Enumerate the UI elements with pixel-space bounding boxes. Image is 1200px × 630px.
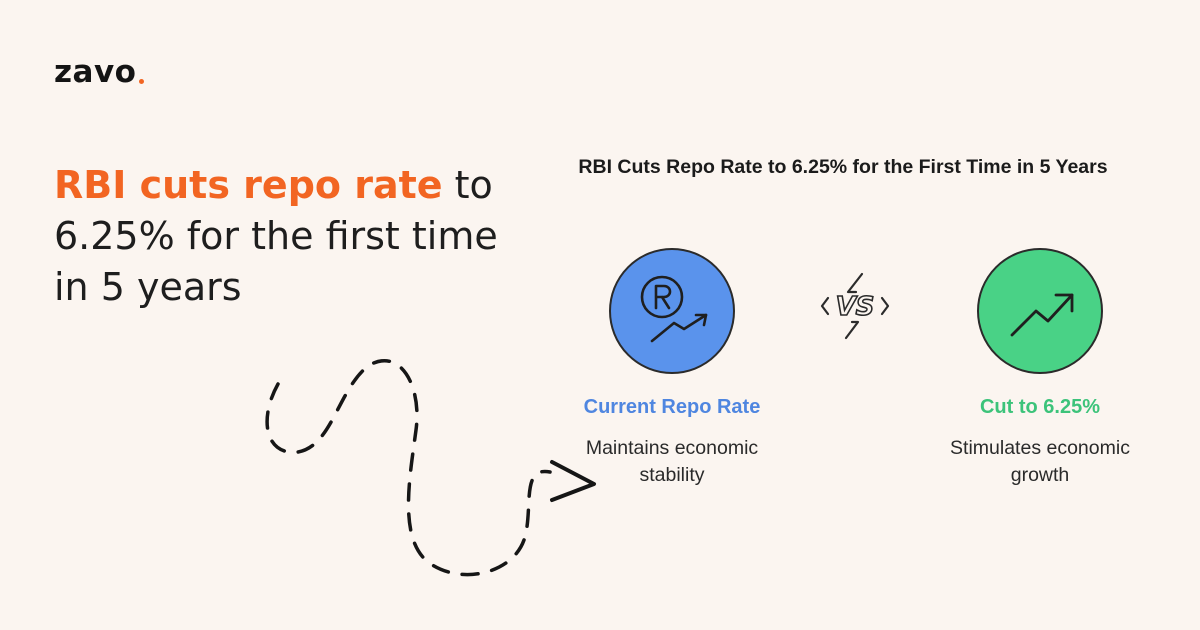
trend-up-icon — [1010, 293, 1074, 337]
dashed-squiggle-arrow-icon — [265, 358, 596, 577]
brand-logo-dot — [139, 79, 145, 84]
current-rate-circle — [609, 248, 735, 374]
cut-rate-description: Stimulates economic growth — [950, 437, 1130, 486]
rupee-trend-icon — [640, 275, 708, 343]
current-rate-description: Maintains economic stability — [585, 437, 759, 486]
vs-label: VS — [836, 292, 875, 322]
current-rate-label: Current Repo Rate — [583, 396, 761, 418]
cut-rate-card: Cut to 6.25% Stimulates economic growth — [920, 248, 1160, 489]
vs-icon: VS — [820, 272, 890, 340]
brand-name: zavo — [54, 54, 137, 90]
headline-highlight: RBI cuts repo rate — [54, 163, 443, 207]
headline: RBI cuts repo rate to 6.25% for the firs… — [54, 160, 534, 313]
infographic-title: RBI Cuts Repo Rate to 6.25% for the Firs… — [578, 156, 1108, 178]
brand-logo: zavo — [54, 54, 145, 90]
cut-rate-label: Cut to 6.25% — [979, 396, 1101, 418]
cut-rate-circle — [977, 248, 1103, 374]
current-rate-card: Current Repo Rate Maintains economic sta… — [552, 248, 792, 489]
headline-rest: to 6.25% for the first time in 5 years — [54, 163, 498, 309]
